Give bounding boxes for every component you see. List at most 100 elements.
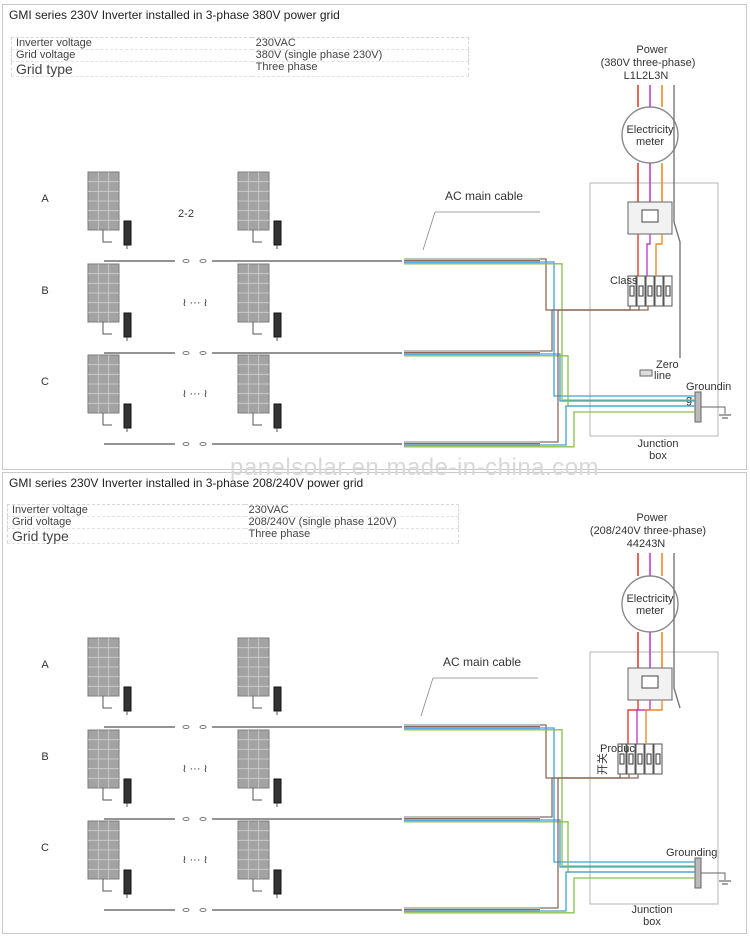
- inverter-voltage-value: 230VAC: [251, 37, 469, 50]
- diagram-title: GMI series 230V Inverter installed in 3-…: [9, 8, 340, 22]
- routed-core: [540, 405, 695, 446]
- micro-inverter: [273, 869, 282, 895]
- ellipsis-dots: ≀ ··· ≀: [182, 297, 207, 309]
- diagram-title: GMI series 230V Inverter installed in 3-…: [9, 476, 364, 490]
- watermark: panelsolar.en.made-in-china.com: [230, 454, 600, 481]
- panel-cable: [102, 788, 112, 801]
- solar-panel: [237, 171, 270, 231]
- breaker-switch: [641, 675, 659, 689]
- solar-panel: [237, 820, 270, 880]
- breaker-toggle: [655, 753, 661, 765]
- power-label: Power: [636, 512, 668, 524]
- grid-voltage-value: 380V (single phase 230V): [251, 49, 469, 62]
- row-label: A: [41, 659, 49, 671]
- between-label: 2-2: [178, 208, 194, 220]
- phase-wire: [655, 234, 663, 276]
- routed-core: [540, 729, 695, 867]
- panel-cable: [102, 322, 112, 335]
- breaker-switch: [641, 209, 659, 223]
- breaker-toggle: [647, 285, 653, 297]
- row-label: B: [41, 751, 48, 763]
- micro-inverter: [123, 869, 132, 895]
- micro-inverter: [273, 778, 282, 804]
- routed-core: [540, 306, 649, 443]
- spec-table: Inverter voltage 230VAC Grid voltage 208…: [7, 504, 459, 544]
- grid-type-label: Grid type: [7, 528, 245, 544]
- connector: [199, 908, 207, 912]
- ac-main-cable-label: AC main cable: [445, 189, 523, 203]
- leader-line: [422, 211, 436, 251]
- routed-core: [540, 724, 621, 779]
- grid-voltage-value: 208/240V (single phase 120V): [244, 516, 459, 529]
- meter-label: Electricity: [626, 124, 674, 136]
- micro-inverter: [273, 686, 282, 712]
- routed-core: [540, 263, 695, 401]
- grounding-bar: [694, 857, 702, 889]
- solar-panel: [87, 171, 120, 231]
- inverter-voltage-label: Inverter voltage: [7, 504, 245, 517]
- neutral-wire: [673, 553, 681, 709]
- zero-line-bar: [639, 369, 653, 377]
- micro-inverter: [123, 686, 132, 712]
- zero-line-label: Zero: [656, 359, 679, 371]
- ellipsis-dots: ≀ ··· ≀: [182, 388, 207, 400]
- breaker-toggle: [628, 753, 634, 765]
- row-label: C: [41, 376, 49, 388]
- micro-inverter: [123, 778, 132, 804]
- solar-panel: [237, 354, 270, 414]
- junction-box-label: box: [643, 916, 661, 928]
- junction-box-label: box: [649, 450, 667, 462]
- connector: [199, 817, 207, 821]
- breaker-toggle: [646, 753, 652, 765]
- power-label: Power: [636, 44, 668, 56]
- grounding-label: Groundin: [686, 381, 731, 393]
- phase-wire: [646, 234, 651, 276]
- panel-cable: [102, 879, 112, 892]
- grid-type-value: Three phase: [251, 61, 469, 77]
- ac-main-cable-label: AC main cable: [443, 655, 521, 669]
- phase-wire: [645, 700, 663, 744]
- grid-type-value: Three phase: [244, 528, 459, 544]
- row-label: B: [41, 285, 48, 297]
- ground-wire: [701, 406, 726, 414]
- neutral-wire: [673, 85, 681, 358]
- routed-core: [540, 819, 695, 868]
- panel-cable: [102, 696, 112, 709]
- inverter-voltage-label: Inverter voltage: [11, 37, 252, 50]
- ground-wire: [701, 872, 726, 880]
- connector: [182, 817, 190, 821]
- routed-core: [540, 727, 695, 863]
- connector: [182, 351, 190, 355]
- routed-core: [540, 353, 695, 402]
- solar-panel: [237, 263, 270, 323]
- grid-voltage-label: Grid voltage: [11, 49, 252, 62]
- zero-line-label: line: [654, 370, 671, 382]
- routed-core: [540, 871, 695, 912]
- breaker-toggle: [629, 285, 635, 297]
- phase-wire: [636, 700, 651, 744]
- row-label: C: [41, 842, 49, 854]
- meter-label: Electricity: [626, 593, 674, 605]
- power-label: (380V three-phase): [601, 57, 696, 69]
- solar-panel: [237, 637, 270, 697]
- row-label: A: [41, 193, 49, 205]
- meter-label: meter: [636, 605, 664, 617]
- connector: [182, 908, 190, 912]
- connector: [199, 351, 207, 355]
- routed-core: [540, 774, 639, 909]
- switch-label: 开关: [595, 753, 609, 775]
- connector: [182, 442, 190, 446]
- ellipsis-dots: ≀ ··· ≀: [182, 763, 207, 775]
- grounding-label: Grounding: [666, 847, 717, 859]
- routed-core: [540, 774, 630, 818]
- breaker-toggle: [619, 753, 625, 765]
- wiring-diagram-380v: A B ≀ ··· ≀ C ≀ ··· ≀ 2-2 AC main cable Electri…: [41, 44, 731, 462]
- connector: [182, 259, 190, 263]
- junction-box-label: Junction: [632, 904, 673, 916]
- solar-panel: [87, 263, 120, 323]
- routed-core: [540, 411, 695, 448]
- phase-wire: [627, 700, 639, 744]
- solar-panel: [87, 729, 120, 789]
- connector: [199, 259, 207, 263]
